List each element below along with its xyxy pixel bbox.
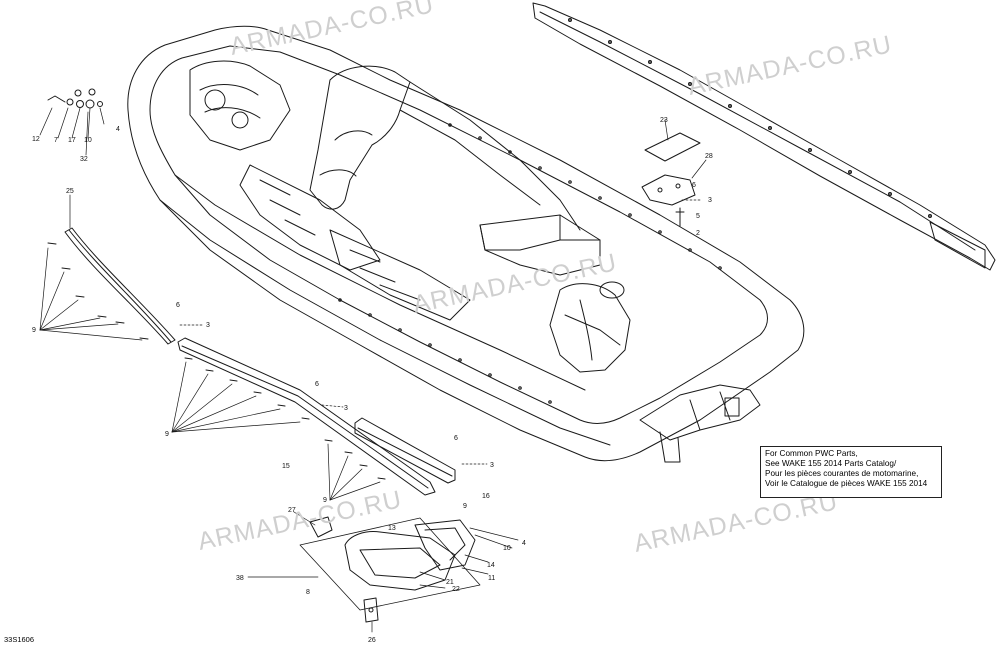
callout-label: 4 (522, 540, 526, 547)
clip-26 (363, 597, 379, 623)
bracket-14 (414, 519, 476, 571)
callout-label: 3 (708, 197, 712, 204)
bracket-22 (344, 531, 456, 591)
rear-storage (479, 214, 601, 276)
console (189, 60, 291, 151)
callout-label: 14 (487, 562, 495, 569)
callout-label: 27 (288, 507, 296, 514)
gunwale-line (159, 199, 611, 446)
callout-label: 7 (54, 137, 58, 144)
callout-label: 22 (452, 586, 460, 593)
hardware-set-left (47, 88, 103, 109)
callout-label: 25 (66, 188, 74, 195)
screws-rail-25 (47, 242, 149, 340)
seat (309, 65, 411, 210)
callout-label: 5 (696, 213, 700, 220)
watermark-text: ARMADA-CO.RU (685, 30, 894, 101)
note-line: For Common PWC Parts, (765, 449, 858, 458)
callout-label: 32 (80, 156, 88, 163)
note-line: Pour les pièces courantes de motomarine, (765, 469, 919, 478)
callout-label: 3 (206, 322, 210, 329)
callout-label: 10 (503, 545, 511, 552)
callout-label: 9 (323, 497, 327, 504)
callout-label: 4 (116, 126, 120, 133)
callout-label: 12 (32, 136, 40, 143)
callout-label: 3 (490, 462, 494, 469)
callout-label: 3 (344, 405, 348, 412)
note-line: Voir le Catalogue de pièces WAKE 155 201… (765, 479, 928, 488)
callout-label: 11 (488, 575, 495, 582)
screws-rail-16 (324, 439, 386, 480)
plate-27 (309, 516, 333, 538)
note-line: See WAKE 155 2014 Parts Catalog/ (765, 459, 897, 468)
callout-label: 13 (388, 525, 396, 532)
callout-label: 9 (165, 431, 169, 438)
rub-rail-long (532, 2, 996, 271)
callout-labels: 12 7 17 10 4 32 25 6 3 9 6 3 9 15 6 3 16… (32, 117, 713, 644)
callout-label: 15 (282, 463, 290, 470)
callout-label: 23 (660, 117, 668, 124)
watermark-text: ARMADA-CO.RU (227, 0, 436, 61)
callout-label: 9 (463, 503, 467, 510)
figure-id: 33S1606 (4, 635, 35, 644)
hull-fastener-holes (338, 123, 722, 404)
rail-16 (354, 417, 456, 484)
callout-label: 6 (176, 302, 180, 309)
callout-label: 21 (446, 579, 454, 586)
callout-label: 6 (315, 381, 319, 388)
callout-label: 10 (84, 137, 92, 144)
screws-rail-15 (184, 357, 310, 420)
callout-label: 16 (482, 493, 490, 500)
deck-inner-edge (149, 45, 768, 424)
engine-bay (549, 283, 631, 373)
footwell-left (239, 164, 381, 271)
callout-label: 28 (705, 153, 713, 160)
common-parts-note: For Common PWC Parts, See WAKE 155 2014 … (760, 446, 942, 498)
callout-label: 17 (68, 137, 76, 144)
callout-label: 9 (32, 327, 36, 334)
transom (639, 384, 761, 441)
plate-23 (644, 132, 701, 162)
callout-label: 2 (696, 230, 700, 237)
rail-25 (64, 227, 176, 345)
callout-label: 26 (368, 637, 376, 644)
rail-15 (177, 337, 436, 496)
callout-label: 38 (236, 575, 244, 582)
rail-holes (568, 18, 933, 218)
callout-label: 6 (454, 435, 458, 442)
assembly-box (299, 517, 481, 611)
callout-label: 6 (692, 182, 696, 189)
callout-label: 8 (306, 589, 310, 596)
